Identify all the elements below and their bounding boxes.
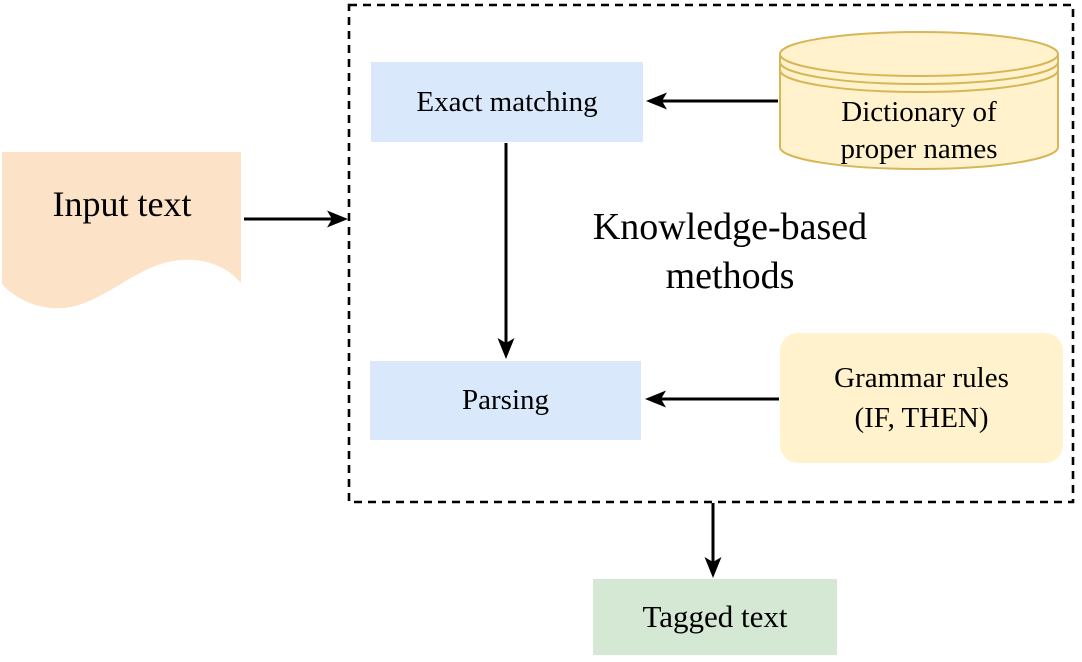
knowledge-based-container-title: Knowledge-based methods: [510, 203, 950, 301]
parsing-label: Parsing: [462, 384, 549, 416]
document-shape-icon: [2, 152, 241, 309]
input-text-label: Input text: [52, 184, 192, 224]
dictionary-label-line2: proper names: [840, 133, 998, 165]
dictionary-label-line1: Dictionary of: [841, 96, 997, 128]
arrow-container-to-tagged: [704, 503, 722, 578]
dictionary-node: Dictionary of proper names: [778, 30, 1060, 172]
container-title-line2: methods: [665, 255, 795, 297]
arrow-grammar-to-parsing: [645, 390, 779, 408]
arrow-dictionary-to-exact-matching: [646, 92, 778, 110]
database-cylinder-icon: [779, 31, 1059, 170]
exact-matching-node: Exact matching: [371, 62, 643, 142]
tagged-text-node: Tagged text: [593, 579, 837, 655]
arrow-input-to-container: [244, 210, 348, 228]
tagged-text-label: Tagged text: [642, 599, 788, 634]
exact-matching-label: Exact matching: [416, 85, 598, 118]
grammar-rules-label-line1: Grammar rules: [834, 362, 1009, 394]
input-text-node: Input text: [2, 152, 242, 310]
grammar-rules-node: Grammar rules (IF, THEN): [780, 333, 1063, 463]
parsing-node: Parsing: [370, 361, 641, 440]
dictionary-label: Dictionary of proper names: [778, 94, 1060, 168]
container-title-line1: Knowledge-based: [592, 206, 868, 248]
grammar-rules-label-line2: (IF, THEN): [854, 402, 989, 434]
